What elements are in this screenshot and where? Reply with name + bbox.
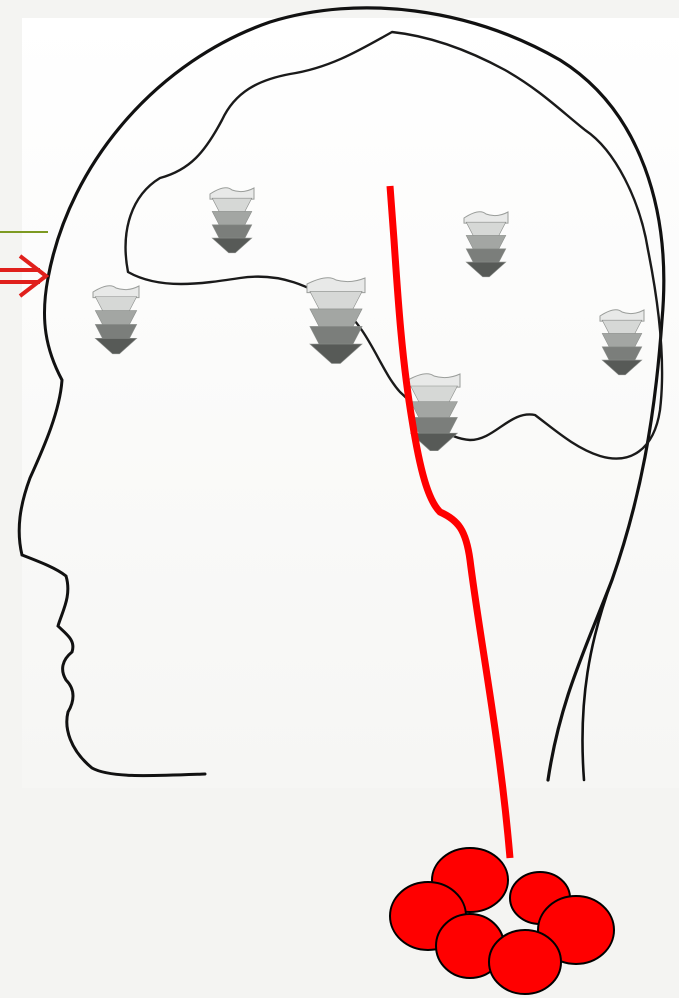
content-panel bbox=[22, 18, 679, 788]
red-node-6 bbox=[489, 930, 561, 994]
